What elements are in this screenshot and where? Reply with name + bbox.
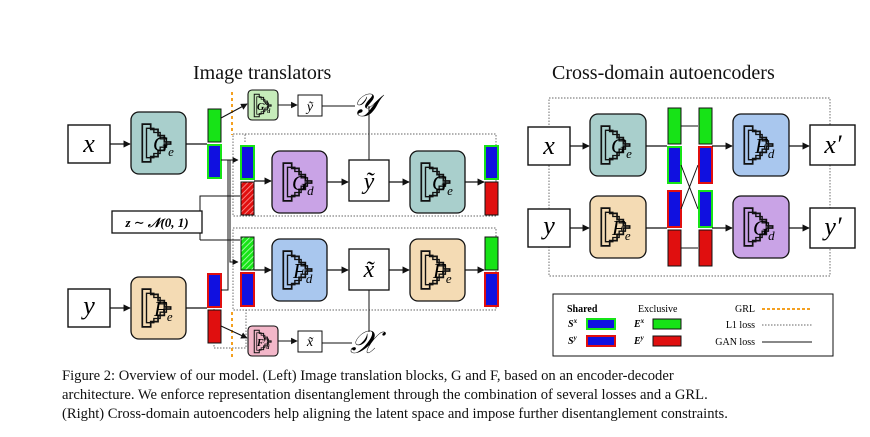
dx-discriminator-label: Gxd	[257, 101, 271, 115]
x-shared-latent	[207, 144, 222, 179]
figure-caption: Figure 2: Overview of our model. (Left) …	[62, 367, 862, 424]
ae-x-exclusive-latent	[667, 107, 682, 145]
left-section-title: Image translators	[193, 62, 332, 84]
ae-y-shared-latent	[667, 190, 682, 228]
dy-output-box	[297, 330, 323, 353]
ae-fe-encoder-label: Fe	[611, 216, 631, 243]
legend-gan-label: GAN loss	[715, 337, 755, 348]
ae-y-exclusive-latent	[667, 229, 682, 267]
ae-fd-decoder-label: Fd	[754, 134, 775, 161]
ae-fe-encoder-block	[589, 195, 647, 259]
ae-fd-decoder-block	[732, 113, 790, 177]
legend-sy-swatch	[586, 335, 616, 347]
dy-discriminator-label: Fyd	[256, 337, 270, 351]
y-tilde-label: ỹ	[362, 169, 376, 195]
caption-line-3: (Right) Cross-domain autoencoders help a…	[62, 406, 728, 422]
ae-y-prime-label: y′	[821, 212, 842, 241]
gd-decoder-label-left: Gd	[292, 171, 314, 198]
ae-ge-encoder-block	[589, 113, 647, 177]
dy-output-label: x̃	[306, 335, 314, 350]
upper-reenc-exclusive-latent	[484, 181, 499, 216]
ae-ge-encoder-label: Ge	[611, 134, 632, 161]
ae-x-dec-exclusive-latent	[698, 107, 713, 145]
x-input-label: x	[82, 129, 95, 158]
caption-line-1: Figure 2: Overview of our model. (Left) …	[62, 368, 674, 384]
legend-shared-header: Shared	[567, 304, 598, 315]
ae-x-input-label: x	[542, 131, 555, 160]
legend-l1-label: L1 loss	[726, 320, 755, 331]
legend-sy-label: Sy	[568, 334, 578, 347]
lower-reenc-exclusive-latent	[484, 236, 499, 271]
legend-exclusive-header: Exclusive	[638, 304, 678, 315]
ge-encoder-label-reenc: Ge	[432, 171, 453, 198]
ae-y-dec-exclusive-latent	[698, 229, 713, 267]
ae-gd-decoder-label: Gd	[753, 216, 775, 243]
lower-reenc-shared-latent	[484, 272, 499, 307]
legend-ey-label: Ey	[633, 334, 645, 347]
x-exclusive-latent	[207, 108, 222, 143]
ae-x-prime-box	[809, 124, 856, 166]
upper-reenc-shared-latent	[484, 145, 499, 180]
lower-noise-latent	[240, 236, 255, 271]
legend-ex-label: Ex	[633, 317, 645, 330]
ae-x-shared-latent	[667, 146, 682, 184]
x-tilde-label: x̃	[363, 257, 376, 283]
fe-encoder-label: Fe	[153, 297, 173, 324]
legend-sx-swatch	[586, 318, 616, 330]
caption-line-2: architecture. We enforce representation …	[62, 387, 708, 403]
y-input-label: y	[80, 291, 95, 320]
dx-output-label: ỹ	[305, 100, 314, 115]
legend: Shared Exclusive Sx Sy Ex Ey GRL L1 loss…	[552, 293, 834, 357]
ae-y-prime-box	[809, 207, 856, 249]
upper-noise-latent	[240, 181, 255, 216]
ge-encoder-block	[130, 111, 187, 175]
ae-x-prime-label: x′	[823, 130, 842, 159]
ae-gd-decoder-block	[732, 195, 790, 259]
y-exclusive-latent	[207, 309, 222, 344]
y-shared-latent	[207, 273, 222, 308]
right-section-title: Cross-domain autoencoders	[552, 62, 775, 84]
lower-shared-latent	[240, 272, 255, 307]
legend-ey-swatch	[652, 335, 682, 347]
legend-sx-label: Sx	[568, 317, 578, 330]
ae-x-input-box	[527, 126, 571, 166]
autoencoder-enclosure	[548, 97, 831, 277]
fd-decoder-label-left: Fd	[292, 259, 313, 286]
fe-encoder-label-reenc: Fe	[432, 259, 452, 286]
upper-shared-latent	[240, 145, 255, 180]
ae-x-dec-shared-latent	[698, 146, 713, 184]
legend-ex-swatch	[652, 318, 682, 330]
y-input-box	[67, 288, 111, 328]
ae-y-dec-shared-latent	[698, 190, 713, 228]
noise-label: z ∼ 𝒩(0, 1)	[124, 215, 188, 230]
ae-cross-shared-y-to-x	[680, 164, 699, 210]
ge-encoder-label: Ge	[153, 132, 174, 159]
x-input-box	[67, 124, 111, 164]
noise-box	[111, 210, 203, 234]
ae-y-input-label: y	[540, 211, 555, 240]
legend-grl-label: GRL	[735, 304, 755, 315]
